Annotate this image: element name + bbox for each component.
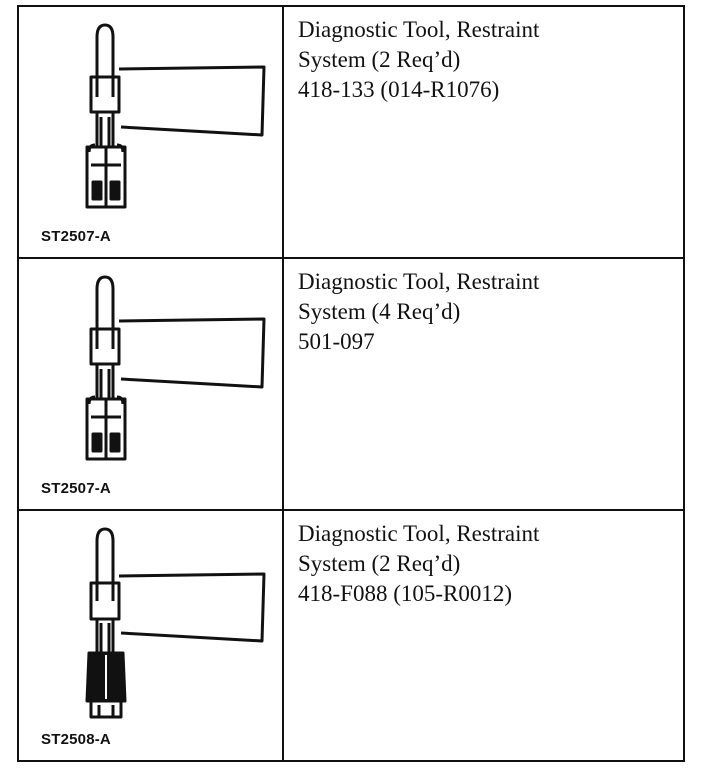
tool-number: 418-133 (014-R1076) [298,77,500,102]
tool-description-cell: Diagnostic Tool, Restraint System (4 Req… [284,259,683,511]
tool-name: Diagnostic Tool, Restraint [298,17,540,42]
figure-id: ST2508-A [41,731,111,748]
restraint-diagnostic-tool-icon [49,269,279,479]
tool-number: 418-F088 (105-R0012) [298,581,513,606]
tool-description-cell: Diagnostic Tool, Restraint System (2 Req… [284,511,683,760]
tool-number: 501-097 [298,329,375,354]
tool-illustration-cell: ST2507-A [19,259,284,511]
tool-description-cell: Diagnostic Tool, Restraint System (2 Req… [284,7,683,259]
tool-illustration-cell: ST2508-A [19,511,284,760]
figure-id: ST2507-A [41,480,111,497]
tool-quantity: System (2 Req’d) [298,551,461,576]
tool-quantity: System (2 Req’d) [298,47,461,72]
restraint-diagnostic-tool-icon [49,17,279,227]
tool-name: Diagnostic Tool, Restraint [298,521,540,546]
tool-description: Diagnostic Tool, Restraint System (4 Req… [298,267,673,357]
tool-quantity: System (4 Req’d) [298,299,461,324]
tool-description: Diagnostic Tool, Restraint System (2 Req… [298,519,673,609]
tool-illustration-cell: ST2507-A [19,7,284,259]
special-tools-table: ST2507-A Diagnostic Tool, Restraint Syst… [17,5,685,762]
tool-description: Diagnostic Tool, Restraint System (2 Req… [298,15,673,105]
figure-id: ST2507-A [41,228,111,245]
restraint-diagnostic-tool-alt-icon [49,521,279,731]
tool-name: Diagnostic Tool, Restraint [298,269,540,294]
